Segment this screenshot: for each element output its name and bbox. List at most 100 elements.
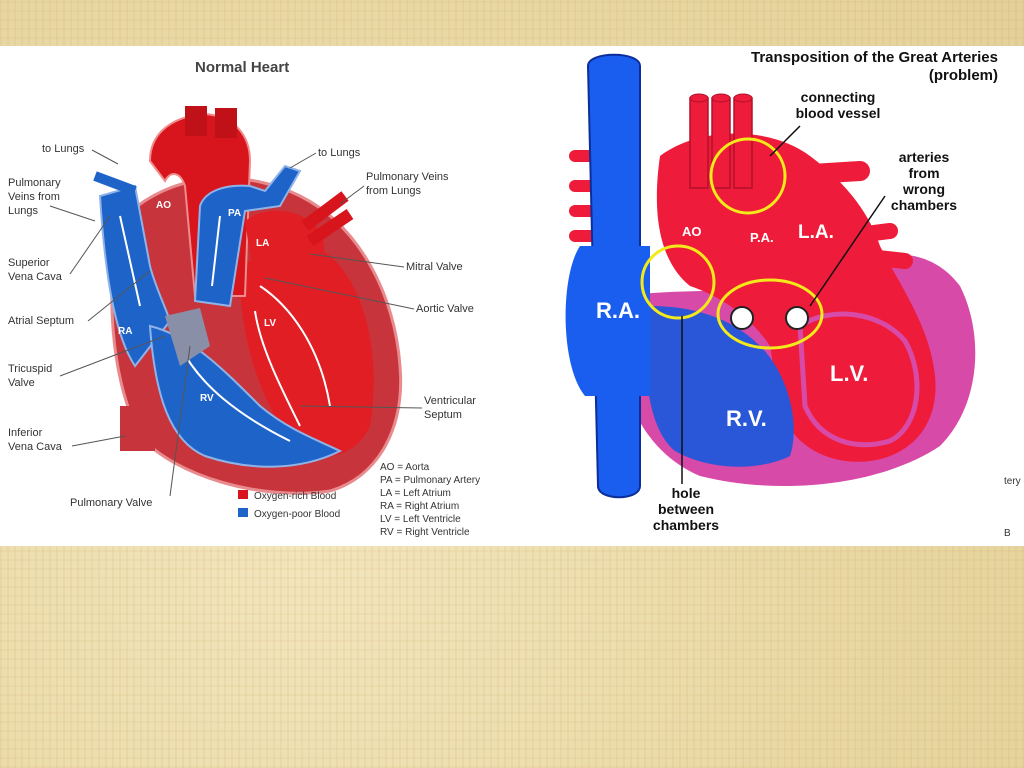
tga-title-line-2: (problem) — [929, 67, 998, 84]
tga-label-ao: AO — [682, 224, 702, 239]
tga-valve-left — [730, 306, 754, 330]
leader-inferior-vena-cava — [71, 435, 126, 447]
legend-oxygen-rich: Oxygen-rich Blood — [254, 491, 336, 502]
normal-label-lv: LV — [264, 318, 276, 329]
pa-flow-arrow — [211, 215, 221, 287]
aorta-branch-2 — [215, 108, 237, 138]
leader-connecting-vessel — [769, 125, 801, 157]
tga-vessel-top-3 — [733, 93, 753, 103]
septum-valve-area — [165, 308, 210, 366]
label-pulmonary-veins-right-1: Pulmonary Veins — [366, 171, 449, 183]
tga-heart-diagram: Transposition of the Great Arteries (pro… — [565, 49, 1021, 539]
cutoff-text-2: B — [1004, 528, 1011, 539]
abbrev-pa: PA = Pulmonary Artery — [380, 475, 480, 486]
label-superior-vena-cava-1: Superior — [8, 257, 50, 269]
right-ventricle — [148, 324, 343, 468]
tga-label-lv: L.V. — [830, 361, 868, 386]
label-tricuspid-valve-1: Tricuspid — [8, 363, 52, 375]
leader-superior-vena-cava — [69, 215, 111, 275]
label-connecting-vessel-2: blood vessel — [796, 105, 881, 121]
cutoff-text-1: tery — [1004, 476, 1021, 487]
leader-to-lungs-right — [289, 152, 317, 169]
label-aortic-valve: Aortic Valve — [416, 303, 474, 315]
leader-mitral-valve — [309, 253, 405, 268]
label-pulmonary-veins-left-2: Veins from — [8, 191, 60, 203]
lv-flow-arrow — [259, 285, 331, 407]
abbrev-la: LA = Left Atrium — [380, 488, 451, 499]
normal-heart-diagram: Normal Heart AO PA LA — [8, 59, 480, 538]
tga-valve-right — [785, 306, 809, 330]
tga-vessel-1 — [689, 97, 709, 189]
heart-comparison-diagram: Normal Heart AO PA LA — [8, 49, 1021, 539]
normal-label-rv: RV — [200, 393, 214, 404]
label-pulmonary-veins-left-1: Pulmonary — [8, 177, 61, 189]
highlight-connecting-vessel — [709, 137, 787, 215]
label-pulmonary-valve: Pulmonary Valve — [70, 497, 152, 509]
tga-vessel-3 — [733, 97, 753, 189]
normal-heart-title: Normal Heart — [195, 59, 289, 76]
normal-label-ra: RA — [118, 326, 132, 337]
highlight-hole-between-chambers — [640, 244, 716, 320]
label-hole-between-2: between — [658, 501, 714, 517]
aorta-branch-1 — [185, 106, 207, 136]
label-connecting-vessel-1: connecting — [801, 89, 876, 105]
label-pulmonary-veins-left-3: Lungs — [8, 205, 38, 217]
legend-swatch-oxygen-poor — [238, 508, 248, 517]
tga-vessel-top-2 — [711, 93, 731, 103]
legend-oxygen-poor: Oxygen-poor Blood — [254, 509, 340, 520]
normal-label-pa: PA — [228, 208, 241, 219]
leader-aortic-valve — [264, 277, 415, 310]
leader-atrial-septum — [87, 270, 151, 322]
inferior-vena-cava-vessel — [120, 406, 155, 451]
label-to-lungs-left: to Lungs — [42, 143, 85, 155]
normal-label-ao: AO — [156, 200, 171, 211]
ra-flow-arrow — [119, 215, 141, 307]
tga-right-atrium — [565, 246, 650, 396]
label-pulmonary-veins-right-2: from Lungs — [366, 185, 422, 197]
tga-label-ra: R.A. — [596, 298, 640, 323]
tga-vessel-right-top — [770, 161, 870, 186]
tga-title-line-1: Transposition of the Great Arteries — [751, 49, 998, 66]
left-atrium — [245, 210, 324, 286]
tga-vessel-top-1 — [689, 93, 709, 103]
tga-left-ventricle — [797, 311, 920, 448]
right-atrium — [98, 184, 172, 368]
label-inferior-vena-cava-2: Vena Cava — [8, 441, 63, 453]
leader-pulmonary-veins-left — [49, 205, 96, 222]
diagram-panel: Normal Heart AO PA LA — [0, 46, 1024, 546]
pulmonary-vein-right-2 — [306, 209, 354, 246]
label-to-lungs-right: to Lungs — [318, 147, 361, 159]
tga-label-la: L.A. — [798, 222, 834, 243]
normal-label-la: LA — [256, 238, 269, 249]
legend-swatch-oxygen-rich — [238, 490, 248, 499]
leader-ventricular-septum — [299, 405, 423, 409]
label-arteries-wrong-2: from — [908, 165, 939, 181]
label-arteries-wrong-4: chambers — [891, 197, 957, 213]
label-superior-vena-cava-2: Vena Cava — [8, 271, 63, 283]
highlight-wrong-arteries — [716, 278, 824, 350]
tga-vessel-right-low — [852, 248, 913, 269]
abbrev-lv: LV = Left Ventricle — [380, 514, 461, 525]
abbrev-ra: RA = Right Atrium — [380, 501, 459, 512]
label-hole-between-3: chambers — [653, 517, 719, 533]
leader-pulmonary-veins-right — [339, 185, 365, 205]
label-mitral-valve: Mitral Valve — [406, 261, 463, 273]
label-tricuspid-valve-2: Valve — [8, 377, 35, 389]
lv-flow-arrow-2 — [254, 310, 301, 427]
leader-pulmonary-valve — [169, 345, 191, 497]
label-hole-between-1: hole — [672, 485, 701, 501]
tga-vessel-2 — [711, 97, 731, 189]
label-atrial-septum: Atrial Septum — [8, 315, 74, 327]
label-arteries-wrong-1: arteries — [899, 149, 950, 165]
leader-tricuspid-valve — [59, 335, 166, 377]
tga-vessel-right-mid — [842, 223, 898, 244]
pulmonary-artery — [193, 164, 302, 308]
tga-label-rv: R.V. — [726, 406, 767, 431]
label-inferior-vena-cava-1: Inferior — [8, 427, 43, 439]
tga-label-pa: P.A. — [750, 230, 774, 245]
leader-arteries-wrong — [809, 195, 886, 307]
label-ventricular-septum-2: Septum — [424, 409, 462, 421]
pulmonary-vein-right-1 — [301, 191, 349, 231]
abbrev-ao: AO = Aorta — [380, 462, 430, 473]
leader-to-lungs-left — [91, 149, 119, 165]
